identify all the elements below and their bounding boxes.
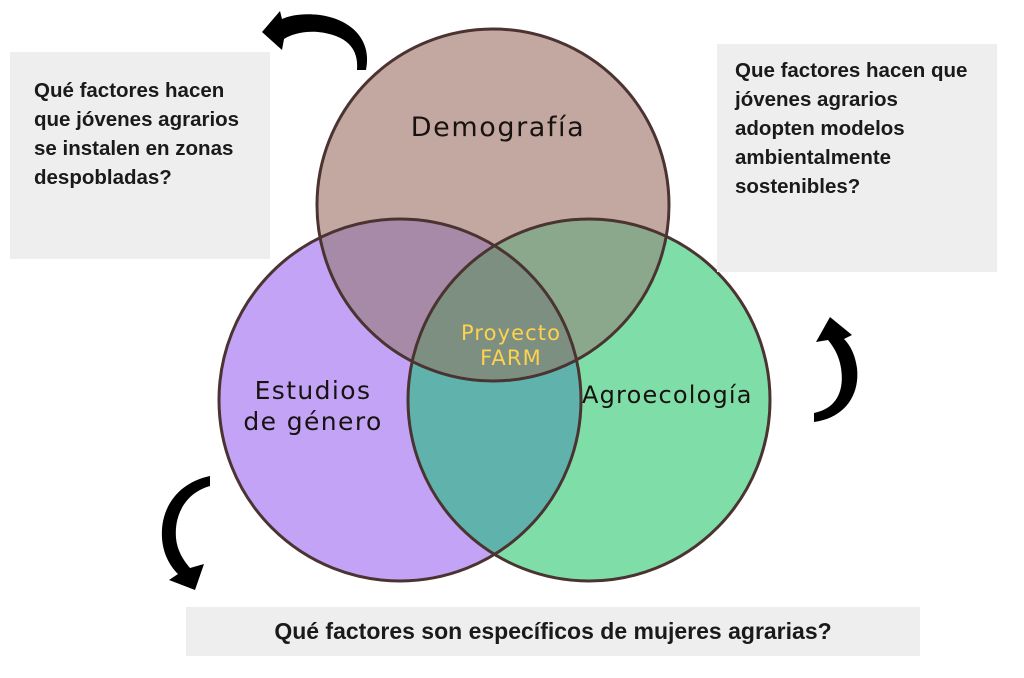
circle-agroecologia-outline <box>406 217 772 583</box>
callout-bottom: Qué factores son específicos de mujeres … <box>186 607 920 656</box>
circle-estudios-outline <box>217 217 583 583</box>
callout-top-left: Qué factores hacen que jóvenes agrarios … <box>10 52 270 259</box>
callout-top-right: Que factores hacen que jóvenes agrarios … <box>717 44 997 272</box>
overlap-all-three <box>408 219 581 381</box>
circle-demografia-outline <box>315 27 671 383</box>
